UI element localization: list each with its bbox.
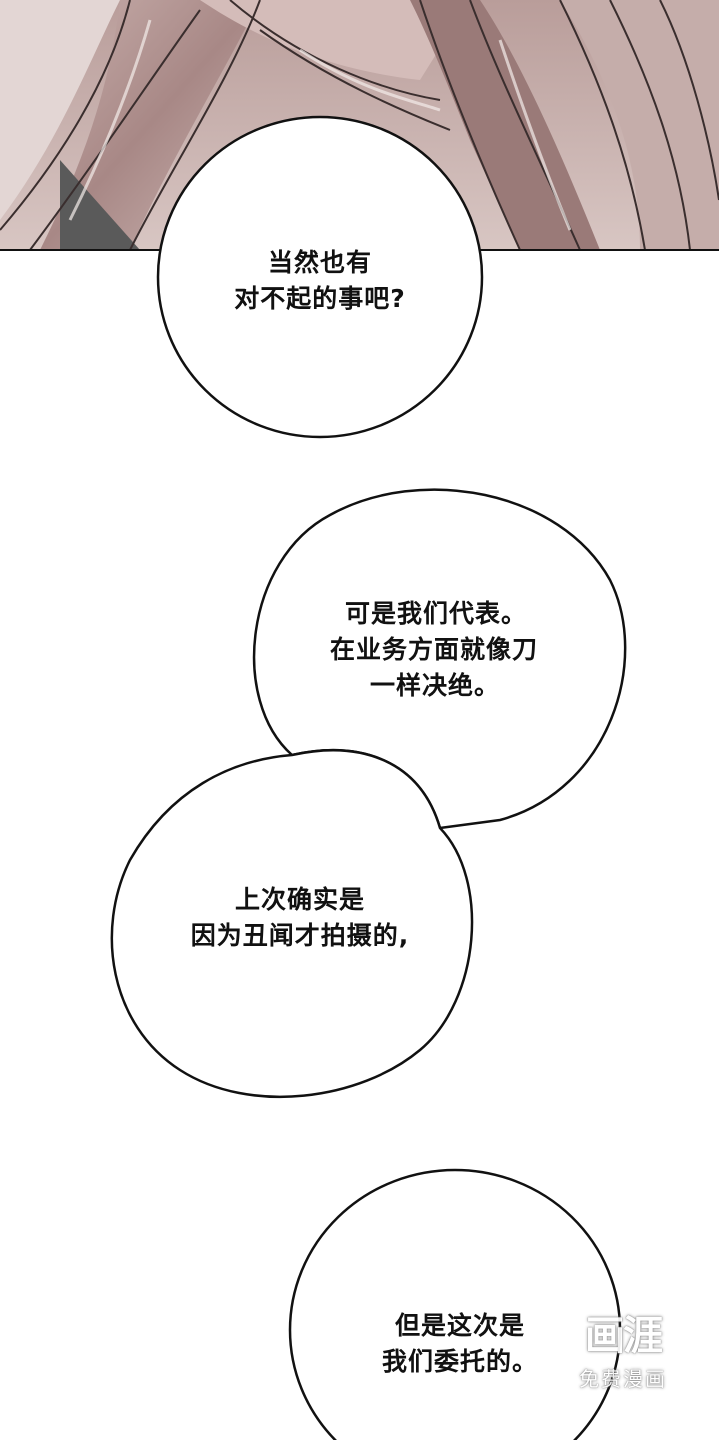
bubble-1-text: 当然也有 对不起的事吧? [180,245,460,317]
hair-panel [0,0,719,251]
bubble-1-line-1: 当然也有 [267,248,372,277]
speech-bubble-3 [110,749,474,1099]
bubble-1-line-2: 对不起的事吧? [234,284,406,313]
speech-bubble-4 [288,1168,622,1440]
bubble-2-text: 可是我们代表。 在业务方面就像刀 一样决绝。 [310,596,610,704]
bubble-3-line-1: 上次确实是 [234,885,365,914]
bubble-4-text: 但是这次是 我们委托的。 [345,1308,575,1380]
watermark-tagline: 免费漫画 [579,1367,667,1391]
bubble-4-line-2: 我们委托的。 [381,1347,538,1376]
bubble-2-line-3: 一样决绝。 [370,671,501,700]
watermark: 画涯 免费漫画 [558,1306,688,1406]
watermark-logo: 画涯 [585,1313,663,1359]
bubble-2-line-2: 在业务方面就像刀 [330,635,539,664]
speech-bubble-1 [156,115,484,439]
bubble-3-line-2: 因为丑闻才拍摄的, [190,921,410,950]
bubble-4-line-1: 但是这次是 [394,1311,525,1340]
bubble-2-line-1: 可是我们代表。 [345,599,528,628]
bubble-3-text: 上次确实是 因为丑闻才拍摄的, [150,882,450,954]
